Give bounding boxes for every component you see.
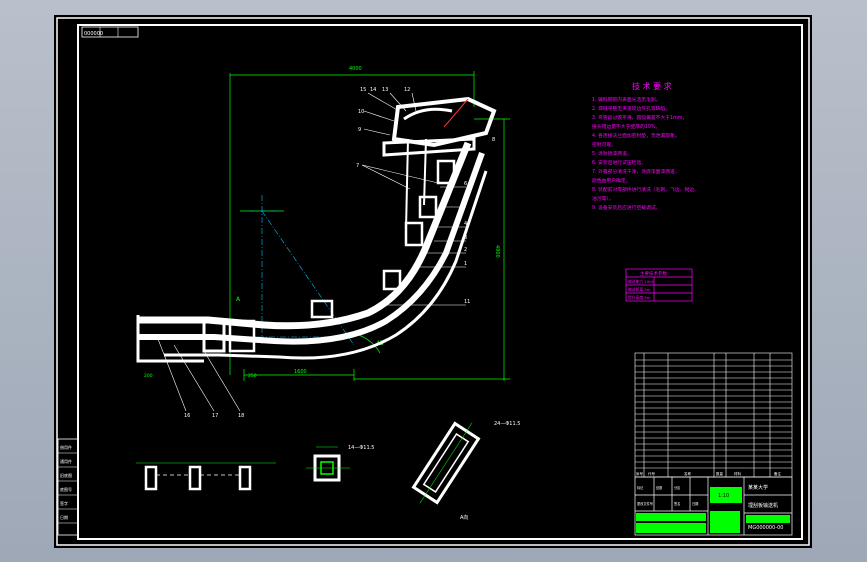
- dim-bottom: 1600: [294, 369, 307, 375]
- part-number-3: 3: [464, 235, 467, 241]
- title-scale: 1:10: [718, 493, 729, 499]
- top-left-box-text: 000000: [84, 31, 103, 37]
- part-number-16: 16: [184, 413, 190, 419]
- note-line-9: 7. 外露部分清洗干净，涂底漆面漆两道，: [592, 168, 680, 175]
- note-line-12: 油污等）。: [592, 195, 614, 202]
- note-line-3: 3. 弯管段过渡平滑，圆弧偏差不大于1mm，: [592, 114, 687, 121]
- part-number-14: 14: [370, 87, 376, 93]
- part-number-11: 11: [464, 299, 470, 305]
- technical-notes: 1. 输料钢管内表面光洁无毛刺。 2. 焊缝平整无夹渣咬边气孔等缺陷。 3. 弯…: [592, 96, 699, 211]
- bom-header-code: 代号: [648, 471, 656, 476]
- bill-of-materials: [634, 352, 793, 478]
- note-line-8: 6. 安装后进行试压检验。: [592, 159, 646, 166]
- title-drawing-number: MG000000-00: [748, 525, 783, 531]
- note-line-7: 5. 涂防锈漆两道。: [592, 150, 632, 157]
- revision-count: 处数: [656, 485, 663, 490]
- part-number-13: 13: [382, 87, 388, 93]
- conveyor-body: [136, 96, 497, 363]
- dim-lower-left: 200: [144, 373, 153, 379]
- bom-header-remark: 备注: [774, 471, 782, 476]
- title-block-fills: [636, 487, 790, 533]
- revision-zone: 分区: [674, 485, 681, 490]
- bom-header-name: 名称: [684, 471, 692, 476]
- bom-header-material: 材料: [734, 471, 742, 476]
- parameter-row-2: 输送距离 5m: [628, 287, 651, 292]
- revision-signature: 签名: [674, 501, 680, 506]
- part-number-10: 10: [358, 109, 364, 115]
- bom-header-index: 序号: [636, 471, 644, 476]
- revision-file: 更改文件号: [637, 501, 653, 506]
- note-line-6: 密封可靠。: [592, 141, 616, 148]
- title-block: [634, 476, 793, 536]
- part-number-2: 2: [464, 247, 467, 253]
- note-line-10: 颜色由用户确定。: [592, 177, 630, 184]
- parameter-row-3: 提升高度 5m: [628, 295, 651, 300]
- left-strip-1: 借用件: [60, 444, 72, 450]
- section-label-2: 24—Φ11.5: [494, 421, 520, 427]
- part-number-7: 7: [356, 163, 359, 169]
- left-strip-4: 底图号: [60, 486, 72, 492]
- part-number-9: 9: [358, 127, 361, 133]
- parameter-table: [625, 268, 693, 302]
- part-number-4: 4: [464, 221, 467, 227]
- part-number-1: 1: [464, 261, 467, 267]
- dim-right: 4900: [494, 245, 500, 258]
- part-number-15: 15: [360, 87, 366, 93]
- bom-header: 序号 代号 名称 数量 材料 备注: [636, 471, 782, 476]
- title-company: 某某大学: [748, 484, 768, 491]
- part-number-5: 5: [464, 201, 467, 207]
- parameter-row-1: 输送能力 10t/h: [628, 279, 655, 284]
- part-number-17: 17: [212, 413, 218, 419]
- section-label-1: 14—Φ11.5: [348, 445, 374, 451]
- top-left-box: 000000: [81, 26, 139, 38]
- title-drawing-name: 埋刮板输送机: [748, 502, 778, 509]
- left-strip-2: 通用件: [60, 458, 72, 464]
- dim-top: 4000: [349, 66, 362, 72]
- note-line-11: 8. 装配前对零部件进行清洗（毛刺、飞边、锐边、: [592, 186, 699, 193]
- part-number-12: 12: [404, 87, 410, 93]
- left-strip-5: 签字: [60, 500, 68, 506]
- bom-header-qty: 数量: [716, 471, 724, 476]
- part-numbers: 15 14 13 12 10 9 7 6 5 4 3 2 1 11 8 16 1…: [184, 87, 495, 419]
- part-leaders: [157, 92, 466, 412]
- revision-box: 标记 处数 分区 更改文件号 签名 日期: [637, 485, 698, 506]
- note-line-13: 9. 设备安装后应进行空载调试。: [592, 204, 660, 211]
- notes-title: 技 术 要 求: [632, 81, 672, 91]
- view-mark: A: [236, 296, 241, 303]
- detail-rotated-section: [411, 421, 481, 505]
- detail-square-section: [306, 446, 350, 482]
- note-line-2: 2. 焊缝平整无夹渣咬边气孔等缺陷。: [592, 105, 670, 112]
- part-number-6: 6: [464, 181, 467, 187]
- drawing-sheet[interactable]: 000000 借用件 通用件 旧底图 底图号 签字 日期: [54, 15, 812, 548]
- parameter-table-title: 主要技术参数: [640, 270, 667, 277]
- revision-date: 日期: [692, 501, 698, 506]
- left-strip-3: 旧底图: [60, 472, 72, 478]
- note-line-1: 1. 输料钢管内表面光洁无毛刺。: [592, 96, 660, 103]
- section-caption: A向: [460, 514, 468, 521]
- inner-border: [77, 24, 803, 540]
- note-line-5: 4. 各连接法兰面加密封垫，无泄漏现象。: [592, 132, 680, 139]
- outer-border: [56, 17, 810, 546]
- left-strip: 借用件 通用件 旧底图 底图号 签字 日期: [57, 438, 79, 536]
- note-line-4: 接头错边量不大于壁厚的10%。: [592, 123, 660, 130]
- part-number-18: 18: [238, 413, 244, 419]
- detail-flange-row: [136, 462, 276, 491]
- dim-lower-mid: 250: [248, 373, 257, 379]
- left-strip-6: 日期: [60, 514, 68, 520]
- revision-mark: 标记: [637, 485, 644, 490]
- part-number-8: 8: [492, 137, 495, 143]
- cad-drawing: 000000 借用件 通用件 旧底图 底图号 签字 日期: [56, 17, 810, 546]
